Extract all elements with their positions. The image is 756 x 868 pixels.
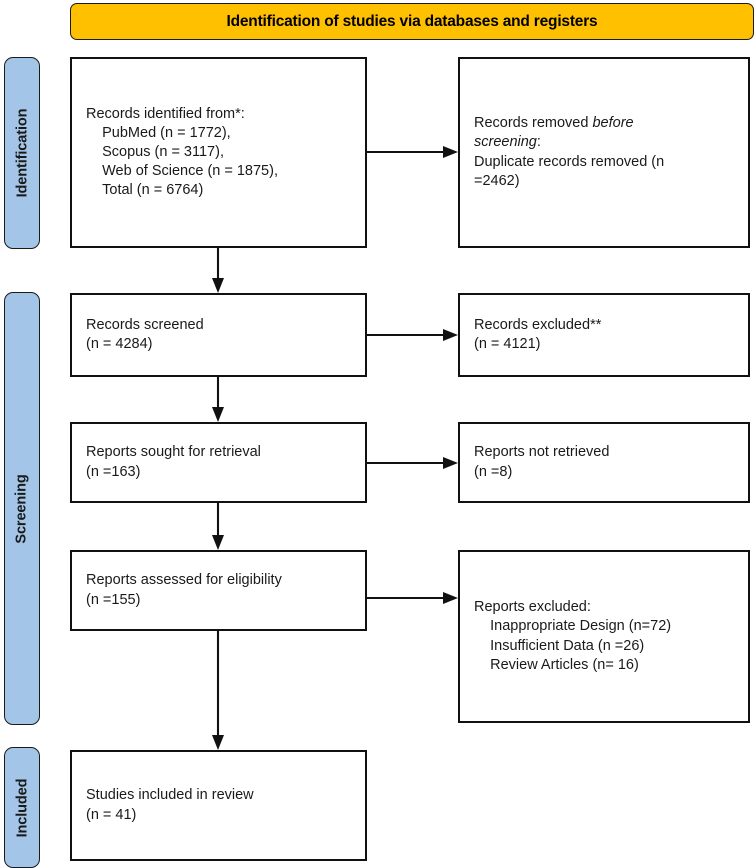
box-reports-sought: Reports sought for retrieval (n =163) <box>70 422 367 503</box>
box-records-screened-text: Records screened (n = 4284) <box>86 316 204 352</box>
box-reports-excluded: Reports excluded: Inappropriate Design (… <box>458 550 750 723</box>
arrowhead-assessed-to-included <box>212 735 224 750</box>
box-reports-assessed: Reports assessed for eligibility (n =155… <box>70 550 367 631</box>
arrowhead-screened-to-sought <box>212 407 224 422</box>
arrowhead-screened-to-excluded <box>443 329 458 341</box>
arrowhead-sought-to-not-retrieved <box>443 457 458 469</box>
removed-line2-post: : <box>536 134 541 151</box>
box-records-excluded-text: Records excluded** (n = 4121) <box>474 316 602 352</box>
box-records-excluded: Records excluded** (n = 4121) <box>458 293 750 377</box>
box-records-removed: Records removed before screening: Duplicat… <box>458 57 750 248</box>
stage-banner-identification: Identification of studies via databases … <box>70 3 754 40</box>
phase-label-identification-text: Identification <box>14 108 31 198</box>
phase-label-included: Included <box>4 747 40 868</box>
removed-line3: Duplicate records removed (n =2462) <box>474 153 665 189</box>
box-reports-excluded-text: Reports excluded: Inappropriate Design (… <box>474 599 672 673</box>
arrowhead-identified-to-removed <box>443 146 458 158</box>
phase-label-included-text: Included <box>14 778 31 837</box>
box-reports-not-retrieved: Reports not retrieved (n =8) <box>458 422 750 503</box>
box-reports-assessed-text: Reports assessed for eligibility (n =155… <box>86 572 282 608</box>
phase-label-identification: Identification <box>4 57 40 249</box>
stage-banner-label: Identification of studies via databases … <box>226 12 598 30</box>
box-records-removed-text: Records removed before screening: Duplicat… <box>474 114 734 191</box>
box-records-identified: Records identified from*: PubMed (n = 17… <box>70 57 367 248</box>
box-records-identified-text: Records identified from*: PubMed (n = 17… <box>86 105 278 199</box>
box-studies-included: Studies included in review (n = 41) <box>70 750 367 861</box>
box-reports-sought-text: Reports sought for retrieval (n =163) <box>86 444 261 480</box>
removed-line1-italic: before <box>592 115 634 132</box>
phase-label-screening-text: Screening <box>14 473 30 544</box>
arrowhead-sought-to-assessed <box>212 535 224 550</box>
removed-line1-pre: Records removed <box>474 115 593 132</box>
arrowhead-identified-to-screened <box>212 278 224 293</box>
removed-line2-italic: screening <box>474 134 537 151</box>
box-records-screened: Records screened (n = 4284) <box>70 293 367 377</box>
box-reports-not-retrieved-text: Reports not retrieved (n =8) <box>474 444 610 480</box>
arrowhead-assessed-to-reports-excluded <box>443 592 458 604</box>
phase-label-screening: Screening <box>4 292 40 725</box>
box-studies-included-text: Studies included in review (n = 41) <box>86 787 254 823</box>
